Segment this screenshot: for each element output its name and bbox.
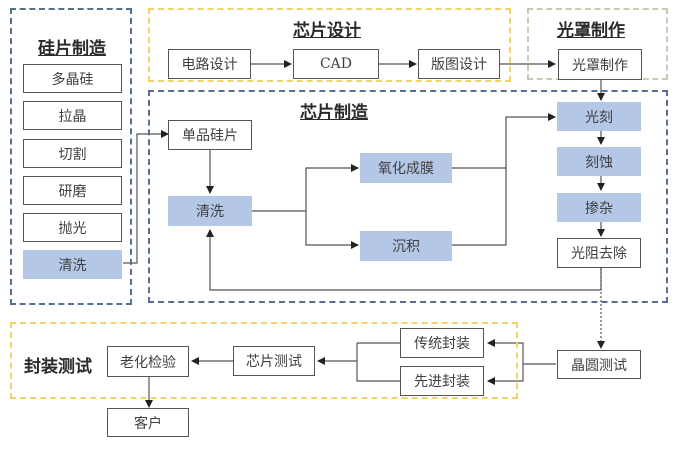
group-title-chip-design: 芯片设计	[293, 21, 361, 41]
line-deposition-out	[452, 113, 556, 246]
step-lithography[interactable]: 光刻	[557, 102, 641, 131]
arrow-to-deposition	[305, 211, 359, 249]
group-packaging-testing: 封装测试	[10, 322, 518, 399]
group-title-wafer-manufacturing: 硅片制造	[38, 39, 106, 59]
step-cad[interactable]: CAD	[293, 49, 379, 79]
step-wafer-test[interactable]: 晶圆测试	[557, 350, 641, 379]
group-title-mask-making: 光罩制作	[557, 21, 625, 41]
step-traditional-packaging[interactable]: 传统封装	[400, 328, 484, 358]
step-polysilicon[interactable]: 多晶硅	[23, 64, 122, 93]
step-burn-in-inspection[interactable]: 老化检验	[107, 346, 189, 377]
step-mask-making[interactable]: 光罩制作	[558, 49, 642, 80]
group-title-chip-manufacturing: 芯片制造	[300, 103, 368, 123]
arrow-to-oxidation	[305, 164, 359, 211]
step-chip-testing[interactable]: 芯片测试	[233, 346, 315, 376]
step-doping[interactable]: 掺杂	[557, 193, 641, 222]
step-single-crystal-wafer[interactable]: 单品硅片	[168, 120, 252, 150]
step-layout-design[interactable]: 版图设计	[418, 49, 500, 79]
group-wafer-manufacturing: 硅片制造	[10, 8, 132, 305]
step-cleaning[interactable]: 清洗	[168, 196, 252, 226]
step-polishing[interactable]: 抛光	[23, 213, 122, 242]
step-customer[interactable]: 客户	[107, 408, 189, 437]
step-advanced-packaging[interactable]: 先进封装	[400, 366, 484, 396]
step-grinding[interactable]: 研磨	[23, 176, 122, 205]
step-slicing[interactable]: 切割	[23, 139, 122, 168]
group-chip-manufacturing: 芯片制造	[148, 90, 668, 303]
group-chip-design: 芯片设计	[148, 8, 511, 82]
step-oxidation[interactable]: 氧化成膜	[360, 153, 452, 183]
step-etching[interactable]: 刻蚀	[557, 147, 641, 176]
arrow-loop-to-clean	[206, 229, 602, 291]
arrow-to-advanced	[487, 364, 524, 385]
step-deposition[interactable]: 沉积	[360, 231, 452, 261]
group-title-packaging-testing: 封装测试	[24, 357, 92, 377]
line-advanced-out	[356, 343, 400, 382]
step-wafer-cleaning[interactable]: 清洗	[23, 250, 122, 279]
step-crystal-pulling[interactable]: 拉晶	[23, 101, 122, 130]
step-circuit-design[interactable]: 电路设计	[168, 49, 251, 79]
arrow-to-traditional	[487, 339, 524, 364]
step-photoresist-removal[interactable]: 光阻去除	[557, 238, 641, 268]
